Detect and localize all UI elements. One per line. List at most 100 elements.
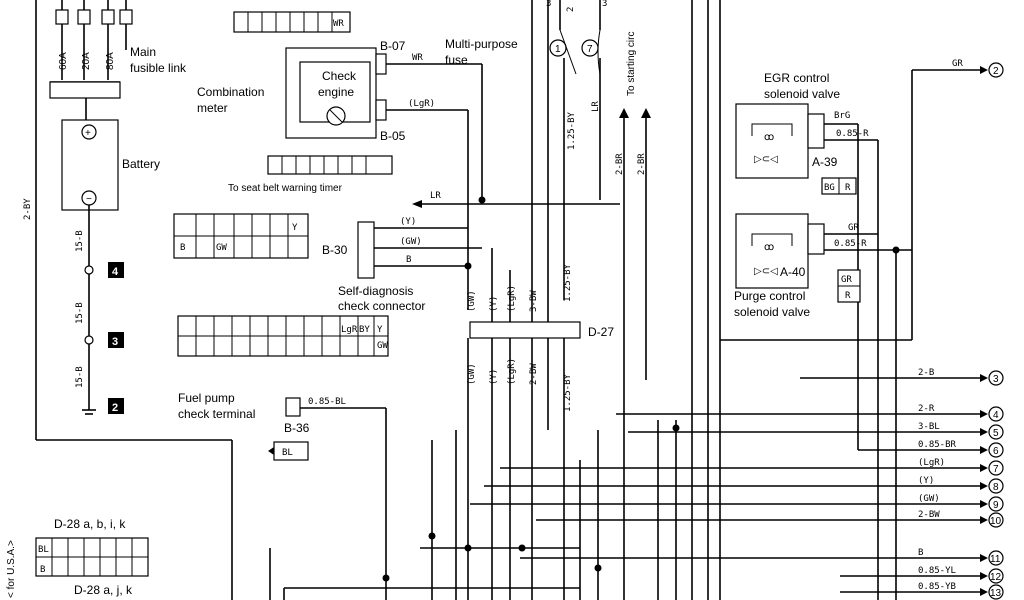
d28-bottom-label: D-28 a, j, k (74, 583, 133, 597)
svg-text:2: 2 (112, 402, 118, 414)
output-number: 11 (990, 554, 1001, 565)
connector-b30: B-30 (322, 243, 348, 257)
connector-b36: B-36 (284, 421, 310, 435)
connector-a39: A-39 (812, 155, 838, 169)
output-number-circle (988, 62, 1004, 78)
purge-label: Purge control (734, 289, 805, 303)
output-arrow-icon (980, 572, 988, 580)
fuel-pump-check-terminal: Fuel pump check terminal 0.85-BL B-36 BL (178, 391, 387, 600)
connector-a40: A-40 (780, 265, 806, 279)
output-number: 13 (990, 588, 1002, 599)
output-number: 5 (993, 428, 999, 439)
battery-label: Battery (122, 157, 160, 171)
output-number-circle (988, 512, 1004, 528)
svg-text:Y: Y (292, 223, 298, 233)
check-terminal-label: check terminal (178, 407, 255, 421)
svg-text:▷⊂◁: ▷⊂◁ (754, 266, 778, 277)
svg-text:BL: BL (38, 545, 49, 555)
output-arrow-icon (980, 66, 988, 74)
fuse-label: fuse (445, 53, 468, 67)
svg-text:Y: Y (377, 325, 383, 335)
egr-solenoid-valve: EGR control solenoid valve ꝏ ▷⊂◁ A-39 BG… (735, 59, 980, 600)
svg-text:2-BW: 2-BW (529, 363, 539, 385)
svg-text:15-B: 15-B (75, 230, 85, 252)
seat-belt-connector: To seat belt warning timer LR (228, 155, 620, 208)
svg-text:0.85-BL: 0.85-BL (308, 397, 346, 407)
output-arrow-icon (980, 500, 988, 508)
fuse-80a: 80A (105, 52, 116, 70)
svg-text:2: 2 (566, 7, 576, 12)
output-arrow-icon (980, 446, 988, 454)
output-arrow-icon (980, 464, 988, 472)
output-number-circle (988, 496, 1004, 512)
output-wire-label: 2-B (918, 368, 934, 378)
svg-text:15-B: 15-B (75, 366, 85, 388)
output-number-circle (988, 442, 1004, 458)
self-diagnosis-label: Self-diagnosis (338, 284, 413, 298)
svg-text:(LgR): (LgR) (507, 285, 517, 312)
svg-text:1.25-BY: 1.25-BY (567, 111, 577, 150)
svg-text:2-BR: 2-BR (615, 153, 625, 175)
main-fusible-link: 60A 20A 80A Main fusible link (35, 0, 187, 440)
seat-belt-label: To seat belt warning timer (228, 183, 343, 194)
svg-text:(LgR): (LgR) (408, 99, 435, 109)
output-arrow-icon (980, 374, 988, 382)
output-number-circle (988, 568, 1004, 584)
svg-text:▷⊂◁: ▷⊂◁ (754, 154, 778, 165)
right-wire-outputs: 22-B32-R43-BL50.85-BR6(LgR)7(Y)8(GW)92-B… (470, 62, 1004, 600)
output-wire-label: 0.85-YB (918, 582, 956, 592)
svg-text:7: 7 (587, 44, 593, 55)
output-arrow-icon (980, 482, 988, 490)
egr-solenoid-label: solenoid valve (764, 87, 840, 101)
output-wire-label: 3-BL (918, 422, 940, 432)
battery: + − Battery 15-B 15-B 15-B 2-BY 4 3 2 (23, 98, 233, 600)
output-wire-label: B (918, 548, 923, 558)
output-wire-label: (Y) (918, 476, 934, 486)
svg-text:3: 3 (546, 0, 551, 9)
connector-b07: B-07 (380, 39, 406, 53)
purge-solenoid-label: solenoid valve (734, 305, 810, 319)
d28-connector: < for U.S.A.> D-28 a, b, i, k BL B D-28 … (6, 517, 149, 598)
output-number: 2 (993, 66, 999, 77)
fuse-20a: 20A (81, 52, 92, 70)
check-connector-label: check connector (338, 299, 425, 313)
svg-text:B: B (406, 255, 411, 265)
svg-text:(GW): (GW) (467, 363, 477, 385)
fuse-60a: 60A (58, 52, 69, 70)
output-number-circle (988, 550, 1004, 566)
svg-text:(GW): (GW) (400, 237, 422, 247)
starting-circuit-label: To starting circ (626, 32, 637, 96)
meter-label: meter (197, 101, 228, 115)
svg-text:ꝏ: ꝏ (764, 132, 774, 143)
svg-text:BL: BL (282, 448, 293, 458)
output-arrow-icon (980, 410, 988, 418)
svg-text:(Y): (Y) (489, 296, 499, 312)
output-number-circle (988, 460, 1004, 476)
svg-text:−: − (86, 194, 92, 205)
main-label: Main (130, 45, 156, 59)
self-diagnosis-connector: B GW Y B-30 (Y) (GW) B Self-diagnosis ch… (173, 213, 482, 313)
svg-text:(Y): (Y) (489, 369, 499, 385)
svg-text:0.85-R: 0.85-R (834, 239, 867, 249)
svg-text:2-BR: 2-BR (637, 153, 647, 175)
usa-label: < for U.S.A.> (6, 540, 17, 598)
output-number: 9 (993, 500, 999, 511)
combination-meter: Check engine Combination meter B-07 B-05… (197, 37, 518, 310)
svg-text:1: 1 (555, 44, 561, 55)
output-number-circle (988, 584, 1004, 600)
svg-text:4: 4 (112, 266, 119, 278)
svg-text:GR: GR (952, 59, 963, 69)
output-number: 6 (993, 446, 999, 457)
purge-solenoid-valve: ꝏ ▷⊂◁ A-40 GR R Purge control solenoid v… (720, 213, 912, 600)
svg-text:2-BY: 2-BY (23, 198, 33, 220)
output-number: 8 (993, 482, 999, 493)
svg-text:3: 3 (112, 336, 118, 348)
output-number: 4 (993, 410, 999, 421)
svg-text:(Y): (Y) (400, 217, 416, 227)
svg-text:BY: BY (359, 325, 370, 335)
output-wire-label: (LgR) (918, 458, 945, 468)
fusible-link-label: fusible link (130, 61, 187, 75)
ecu-connector-lower: LgR BY Y GW (177, 315, 389, 357)
svg-text:GW: GW (377, 341, 388, 351)
